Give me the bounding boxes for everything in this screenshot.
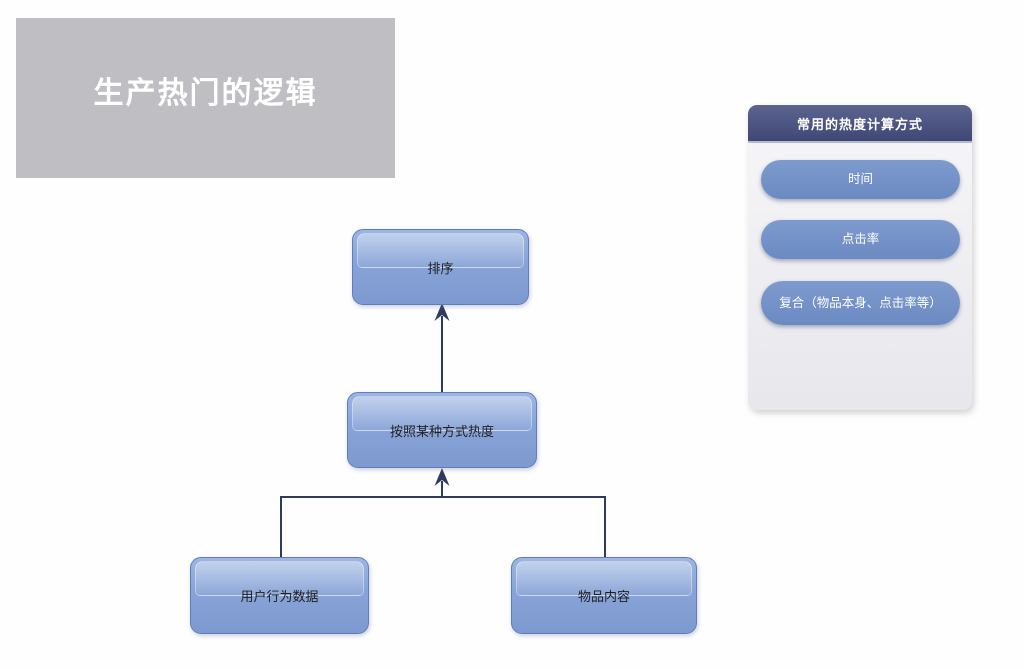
connector-arrowhead [434,468,450,486]
panel-item-time: 时间 [761,160,960,199]
flow-node-label: 物品内容 [577,590,630,605]
flow-node-user-behavior: 用户行为数据 [190,557,369,634]
flow-node-label: 排序 [427,261,454,277]
panel-header: 常用的热度计算方式 [748,105,972,143]
flow-node-label: 按照某种方式热度 [389,424,494,440]
flow-node-sort: 排序 [352,229,529,305]
panel-item-label: 点击率 [841,231,880,247]
flow-node-label: 用户行为数据 [240,590,319,605]
flow-node-item-content: 物品内容 [511,557,697,634]
title-block: 生产热门的逻辑 [16,18,395,178]
panel-item-clickrate: 点击率 [761,220,960,259]
panel-item-label: 复合（物品本身、点击率等） [779,294,942,310]
connector-arrowhead [434,303,450,321]
panel-item-composite: 复合（物品本身、点击率等） [761,281,960,325]
flow-node-heat-method: 按照某种方式热度 [347,392,537,468]
page-title: 生产热门的逻辑 [93,76,318,111]
panel-title: 常用的热度计算方式 [796,117,923,133]
connector-bottom-elbow [280,496,606,557]
panel-item-label: 时间 [847,171,873,187]
heat-methods-panel: 常用的热度计算方式 时间 点击率 复合（物品本身、点击率等） [748,105,972,410]
